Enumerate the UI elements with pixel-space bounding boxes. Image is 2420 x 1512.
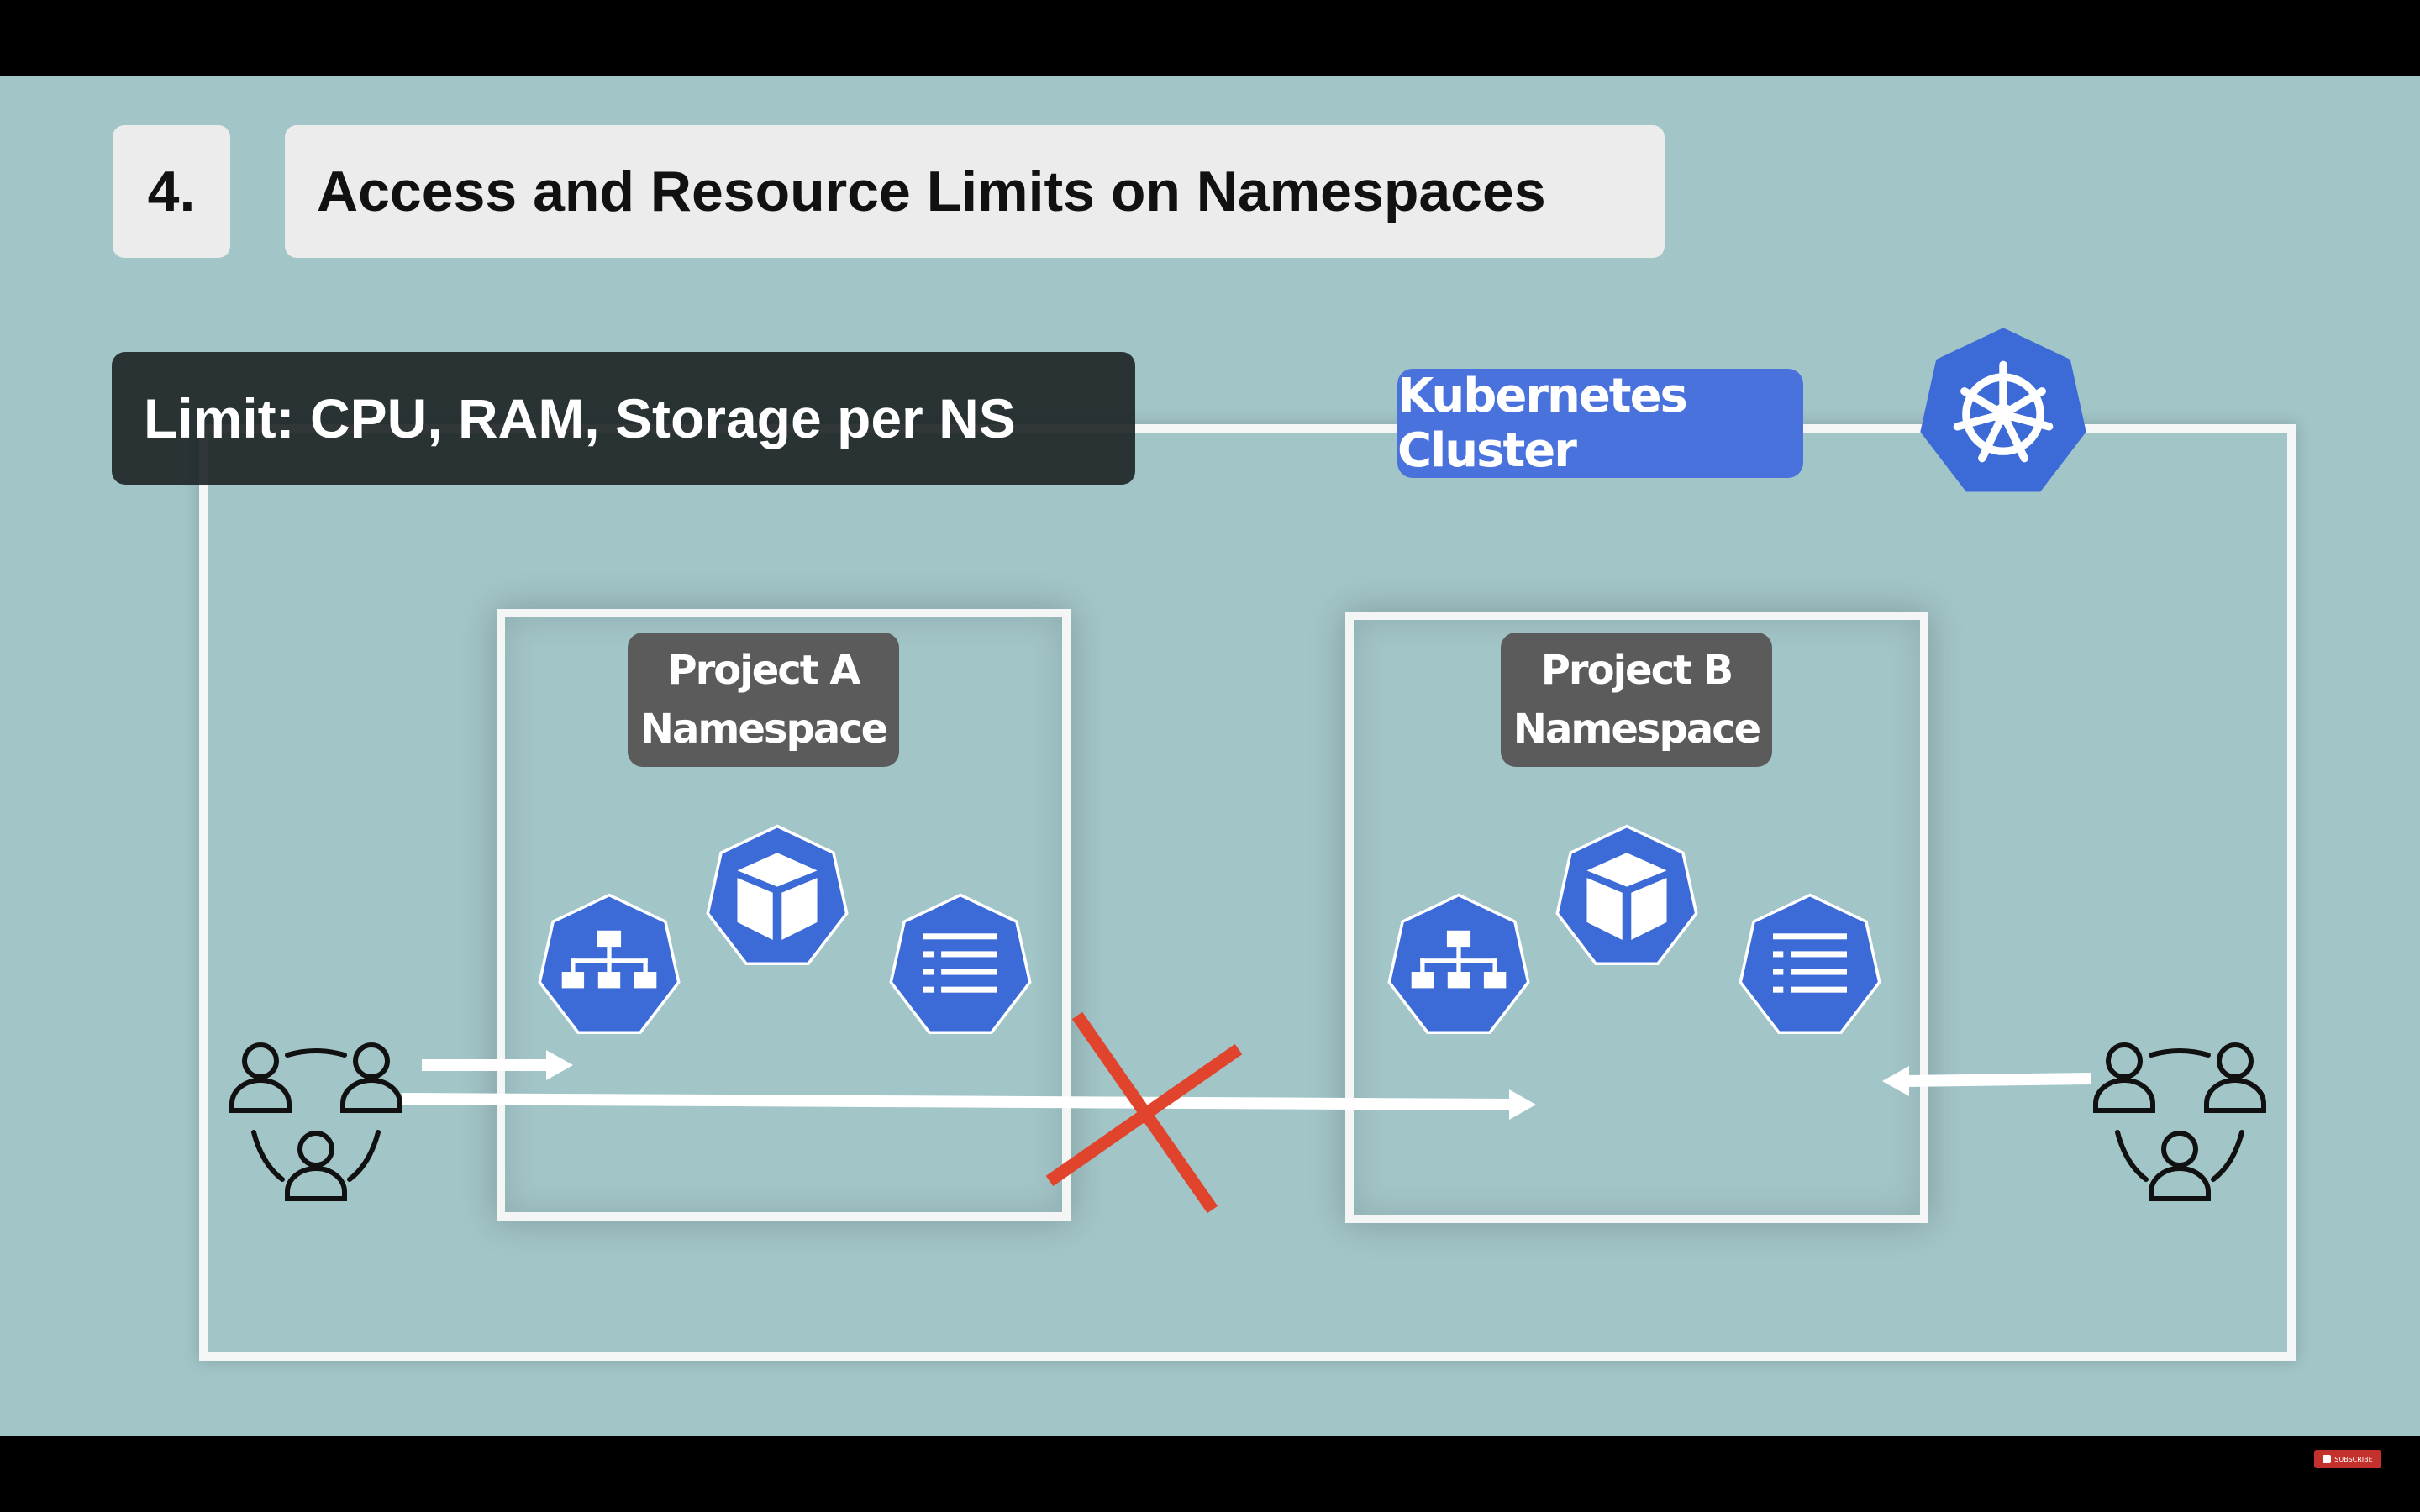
- namespace-a-label-line1: Project A: [667, 647, 860, 694]
- namespace-b-label-line2: Namespace: [1512, 706, 1761, 753]
- access-arrows-overlay: [229, 1011, 2266, 1214]
- pod-cube-icon: [703, 823, 851, 971]
- user-group-icon: [2093, 1042, 2266, 1201]
- slide-title: Access and Resource Limits on Namespaces: [285, 125, 1665, 258]
- namespace-b-box: [1345, 612, 1928, 1223]
- namespace-a-box: [497, 609, 1071, 1221]
- youtube-icon: [2323, 1455, 2332, 1463]
- namespace-a-label: Project A Namespace: [628, 633, 899, 767]
- configmap-list-icon: [886, 892, 1034, 1040]
- arrow-to-namespace-a: [422, 1050, 573, 1080]
- namespace-a-label-line2: Namespace: [639, 706, 888, 753]
- subscribe-button[interactable]: SUBSCRIBE: [2314, 1450, 2381, 1468]
- cluster-label: Kubernetes Cluster: [1397, 369, 1803, 478]
- service-network-icon: [1385, 892, 1533, 1040]
- pod-cube-icon: [1553, 823, 1701, 971]
- kubernetes-helm-icon: [1920, 328, 2086, 492]
- red-x-icon: [1045, 1011, 1243, 1214]
- limit-banner: Limit: CPU, RAM, Storage per NS: [112, 352, 1135, 485]
- slide: 4. Access and Resource Limits on Namespa…: [0, 76, 2420, 1436]
- subscribe-label: SUBSCRIBE: [2334, 1455, 2373, 1463]
- arrow-right-users-to-namespace-b: [1882, 1066, 2091, 1096]
- service-network-icon: [535, 892, 683, 1040]
- user-group-icon: [229, 1042, 402, 1201]
- cluster-frame: [199, 424, 2296, 1361]
- namespace-b-label-line1: Project B: [1540, 647, 1734, 694]
- arrow-to-namespace-b: [401, 1089, 1536, 1120]
- section-number: 4.: [113, 125, 230, 258]
- namespace-b-label: Project B Namespace: [1501, 633, 1772, 767]
- configmap-list-icon: [1736, 892, 1884, 1040]
